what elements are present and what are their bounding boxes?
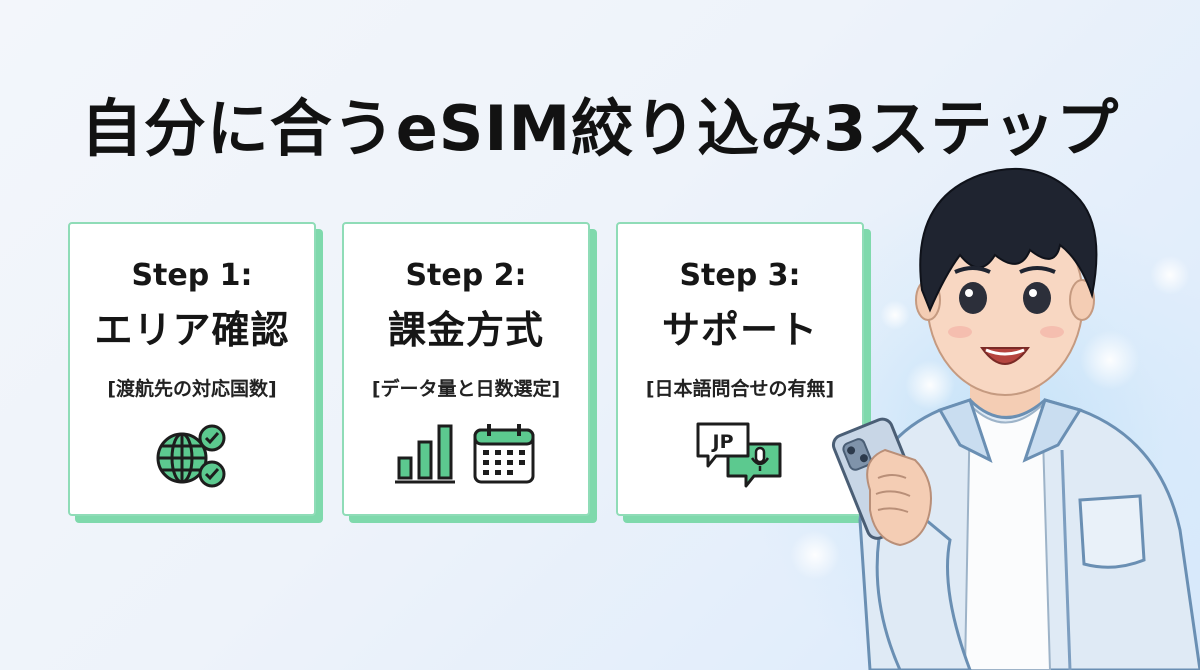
- page-title: 自分に合うeSIM絞り込み3ステップ: [80, 92, 1120, 165]
- step-card-1: Step 1: エリア確認 [渡航先の対応国数]: [68, 222, 316, 516]
- hand: [866, 448, 932, 547]
- bokeh-light: [1080, 330, 1140, 390]
- jp-chat-mic-icon: JP: [696, 422, 782, 488]
- bokeh-light: [880, 300, 910, 330]
- globe-check-icon: [156, 424, 226, 488]
- step-detail: [日本語問合せの有無]: [645, 378, 835, 400]
- step-detail: [渡航先の対応国数]: [107, 378, 277, 400]
- step-number: Step 3:: [679, 258, 801, 293]
- bokeh-light: [905, 360, 955, 410]
- step-card-3: Step 3: サポート [日本語問合せの有無] JP: [616, 222, 864, 516]
- eye-right: [1023, 282, 1051, 314]
- step-name: 課金方式: [387, 308, 544, 352]
- step-name: エリア確認: [94, 308, 290, 352]
- bokeh-light: [1150, 255, 1190, 295]
- step-number: Step 2:: [405, 258, 527, 293]
- jp-label: JP: [711, 431, 734, 453]
- eye-left: [959, 282, 987, 314]
- bokeh-light: [790, 530, 840, 580]
- step-card-2: Step 2: 課金方式 [データ量と日数選定]: [342, 222, 590, 516]
- step-name: サポート: [661, 308, 818, 352]
- person-illustration: [831, 167, 1200, 670]
- bar-chart-icon: [395, 424, 455, 484]
- step-number: Step 1:: [131, 258, 253, 293]
- step-detail: [データ量と日数選定]: [371, 378, 561, 400]
- calendar-icon: [473, 424, 535, 484]
